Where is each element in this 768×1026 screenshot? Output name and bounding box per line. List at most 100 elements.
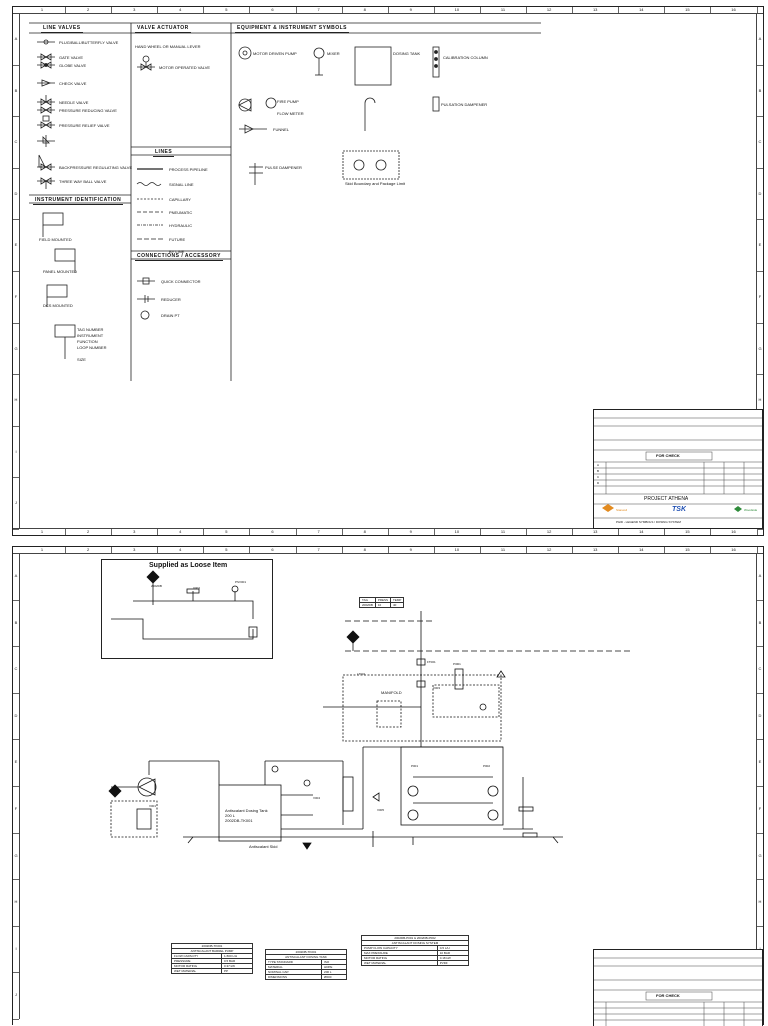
actuator-label-0: HAND WHEEL OR MANUAL LEVER [135, 44, 201, 49]
status-label: FOR CHECK [656, 453, 680, 458]
pid-tag-5: P001 [411, 764, 419, 768]
ruler-row-F: F [13, 271, 19, 324]
ruler-row-C: C [757, 646, 763, 694]
ruler-row-A: A [757, 13, 763, 66]
ruler-col-2: 2 [65, 547, 113, 553]
ruler-col-4: 4 [157, 547, 205, 553]
ruler-row-I: I [13, 426, 19, 479]
ruler-row-A: A [13, 13, 19, 66]
logo-stanwell: Stanwell [616, 508, 628, 512]
ruler-col-3: 3 [111, 529, 159, 535]
ruler-col-13: 13 [572, 7, 620, 13]
equipment-header: EQUIPMENT & INSTRUMENT SYMBOLS [235, 25, 350, 33]
ruler-row-E: E [13, 219, 19, 272]
manifold-label: MANIFOLD [381, 690, 402, 695]
ruler-col-11: 11 [480, 547, 527, 553]
ruler-col-16: 16 [711, 547, 758, 553]
ruler-col-5: 5 [203, 529, 251, 535]
pid-tag-11: V005 [377, 808, 385, 812]
spec-table-cell: PP [220, 968, 254, 974]
connection-label-2: DRAIN PT [161, 313, 180, 318]
ruler-row-H: H [13, 879, 19, 927]
ruler-col-13: 13 [572, 547, 620, 553]
ruler-col-10: 10 [434, 547, 481, 553]
ruler-row-H: H [757, 879, 763, 927]
ruler-row-B: B [757, 65, 763, 118]
ruler-col-8: 8 [342, 547, 389, 553]
line-label-4: HYDRAULIC [169, 223, 193, 228]
spec-table-cell: PVDF [436, 960, 470, 966]
ruler-col-14: 14 [618, 7, 666, 13]
equipment-label-8: PULSE DAMPENER [265, 165, 302, 170]
rev-row-a: A [597, 463, 600, 467]
pid-drawing-svg [108, 570, 633, 850]
instrument-label-2: DCS MOUNTED [43, 303, 73, 308]
status-label-bottom: FOR CHECK [656, 993, 680, 998]
ruler-row-C: C [13, 646, 19, 694]
logo-woodside: Woodside [744, 508, 758, 512]
ruler-row-J: J [13, 477, 19, 530]
pid-tag-0: 2002DB [151, 584, 162, 588]
actuator-label-1: MOTOR OPERATED VALVE [159, 65, 211, 70]
ruler-col-11: 11 [480, 529, 527, 535]
ruler-col-2: 2 [65, 529, 113, 535]
valve-label-3: CHECK VALVE [59, 81, 87, 86]
ruler-col-8: 8 [342, 529, 389, 535]
pid-tag-7: V001 [149, 804, 157, 808]
pid-tag-9: V003 [433, 686, 441, 690]
valve-actuator-header: VALVE ACTUATOR [135, 25, 191, 33]
ruler-col-12: 12 [526, 7, 574, 13]
ruler-row-F: F [757, 786, 763, 834]
rev-row-b: B [597, 469, 600, 473]
title-block-grid [594, 417, 762, 519]
ruler-col-9: 9 [388, 7, 435, 13]
line-label-2: CAPILLARY [169, 197, 191, 202]
ruler-row-I: I [13, 926, 19, 974]
ruler-col-8: 8 [342, 7, 389, 13]
title-block-grid-bottom [594, 957, 762, 1026]
ruler-col-10: 10 [434, 7, 481, 13]
ruler-col-3: 3 [111, 7, 159, 13]
valve-label-5: PRESSURE REDUCING VALVE [59, 108, 117, 113]
ruler-col-15: 15 [664, 547, 712, 553]
project-name: PROJECT ATHENA [644, 496, 689, 502]
valve-label-1: GATE VALVE [59, 55, 84, 60]
ruler-col-4: 4 [157, 7, 205, 13]
connections-header: CONNECTIONS / ACCESSORY [135, 253, 223, 261]
valve-label-7: BACKPRESSURE REGULATING VALVE [59, 165, 133, 170]
ruler-row-E: E [757, 219, 763, 272]
ruler-row-D: D [757, 168, 763, 221]
spec-table-cell: DIMENSIONS [264, 974, 323, 980]
equipment-label-9: Skid Boundary and Package Limit [345, 181, 406, 186]
ruler-col-6: 6 [250, 529, 297, 535]
pid-tag-1: PSV001 [235, 580, 247, 584]
ruler-col-1: 1 [19, 547, 66, 553]
ruler-row-C: C [757, 116, 763, 169]
ruler-col-7: 7 [296, 7, 343, 13]
ruler-row-G: G [13, 323, 19, 376]
instrument-note-3: LOOP NUMBER [77, 345, 107, 350]
instrument-note-4: SIZE [77, 357, 86, 362]
ruler-row-A: A [13, 553, 19, 601]
valve-label-0: PLUG/BALL/BUTTERFLY VALVE [59, 40, 119, 45]
ruler-row-H: H [13, 374, 19, 427]
ruler-col-11: 11 [480, 7, 527, 13]
ruler-col-5: 5 [203, 547, 251, 553]
rev-row-c: C [597, 475, 600, 479]
ruler-col-15: 15 [664, 7, 712, 13]
equipment-label-4: FIRE PUMP [277, 99, 299, 104]
ruler-row-D: D [13, 168, 19, 221]
valve-label-6: PRESSURE RELIEF VALVE [59, 123, 110, 128]
line-label-1: SIGNAL LINE [169, 182, 194, 187]
ruler-col-9: 9 [388, 547, 435, 553]
ruler-col-16: 16 [711, 529, 758, 535]
ruler-col-13: 13 [572, 529, 620, 535]
pid-tag-8: V002 [193, 586, 201, 590]
